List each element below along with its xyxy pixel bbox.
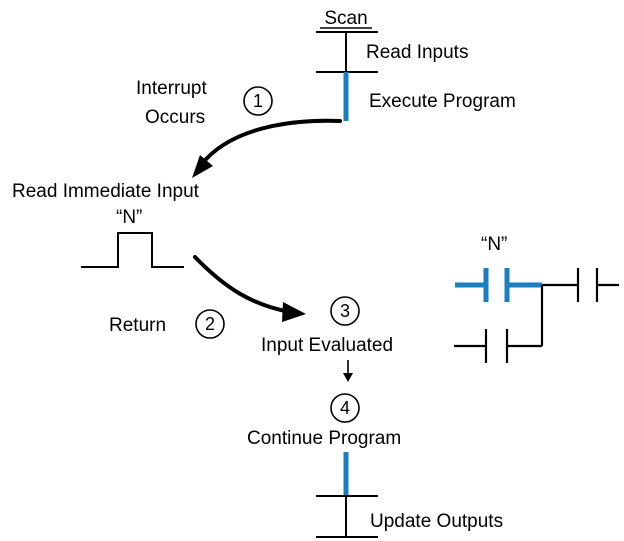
update-outputs-label: Update Outputs	[370, 511, 503, 532]
return-arrowhead	[282, 302, 306, 322]
interrupt-label-line1: Interrupt	[136, 78, 207, 99]
step-4-marker: 4	[330, 393, 360, 423]
interrupt-label-line2: Occurs	[145, 107, 205, 128]
pulse-label: “N”	[116, 207, 142, 228]
step-2-marker: 2	[195, 309, 225, 339]
step-1-circle	[243, 86, 273, 116]
step-2-circle	[195, 309, 225, 339]
step-4-number: 4	[340, 398, 350, 418]
ladder-contact-label: “N”	[481, 234, 507, 255]
step-1-number: 1	[253, 91, 263, 111]
down-arrowhead	[343, 373, 353, 382]
return-arrow	[193, 255, 292, 314]
interrupt-arrowhead	[192, 155, 213, 178]
step-3-marker: 3	[330, 296, 360, 326]
scan-column-top	[316, 31, 378, 121]
ladder-rung	[454, 268, 619, 363]
interrupt-arrow	[197, 118, 342, 169]
step-3-circle	[330, 296, 360, 326]
execute-program-label: Execute Program	[369, 91, 516, 112]
scan-label: Scan	[324, 8, 367, 29]
step-3-number: 3	[340, 301, 350, 321]
continue-program-label: Continue Program	[247, 428, 401, 449]
scan-column-bottom	[316, 452, 378, 538]
read-immediate-label: Read Immediate Input	[12, 181, 200, 202]
step-4-circle	[330, 393, 360, 423]
read-inputs-label: Read Inputs	[366, 42, 468, 63]
input-evaluated-label: Input Evaluated	[261, 335, 393, 356]
return-label: Return	[109, 315, 166, 336]
step-2-number: 2	[205, 314, 215, 334]
step-1-marker: 1	[243, 86, 273, 116]
pulse-waveform	[81, 232, 184, 268]
